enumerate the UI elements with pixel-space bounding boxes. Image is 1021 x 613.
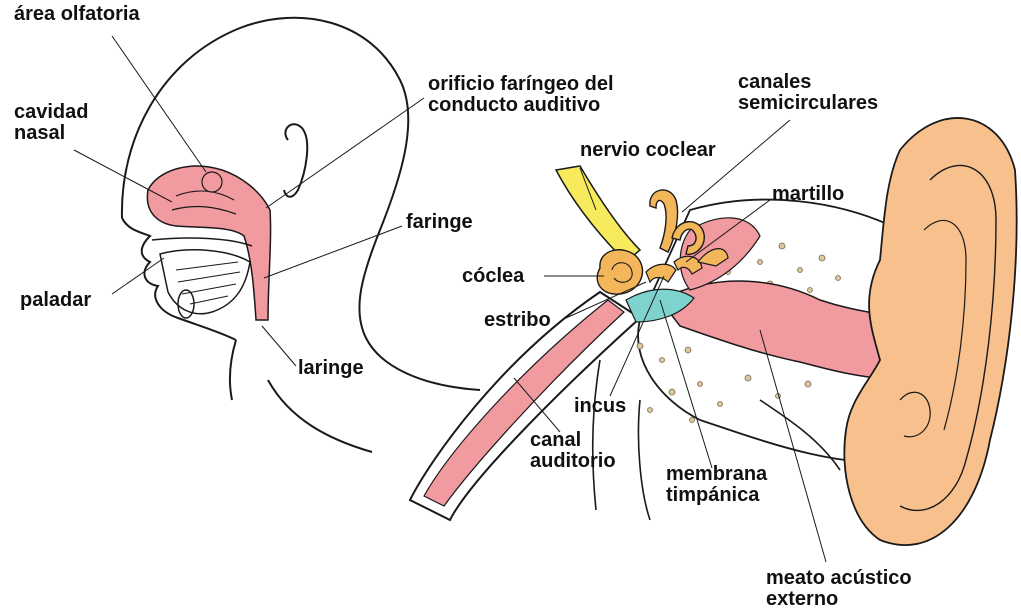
label-laringe: laringe bbox=[298, 358, 364, 379]
label-incus: incus bbox=[574, 396, 626, 417]
cochlea bbox=[597, 250, 642, 294]
label-meato-acustico: meato acústico externo bbox=[766, 568, 912, 610]
cochlear-nerve bbox=[556, 166, 640, 262]
label-canal-auditorio: canal auditorio bbox=[530, 430, 616, 472]
label-paladar: paladar bbox=[20, 290, 91, 311]
head-outline bbox=[122, 18, 480, 452]
label-coclea: cóclea bbox=[462, 266, 524, 287]
label-membrana-timpanica: membrana timpánica bbox=[666, 464, 767, 506]
label-faringe: faringe bbox=[406, 212, 473, 233]
label-canales-semicirculares: canales semicirculares bbox=[738, 72, 878, 114]
label-estribo: estribo bbox=[484, 310, 551, 331]
label-orificio-faringeo: orificio faríngeo del conducto auditivo bbox=[428, 74, 614, 116]
palate-and-tongue bbox=[152, 238, 252, 318]
label-cavidad-nasal: cavidad nasal bbox=[14, 102, 88, 144]
label-area-olfatoria: área olfatoria bbox=[14, 4, 140, 25]
label-martillo: martillo bbox=[772, 184, 844, 205]
label-nervio-coclear: nervio coclear bbox=[580, 140, 716, 161]
